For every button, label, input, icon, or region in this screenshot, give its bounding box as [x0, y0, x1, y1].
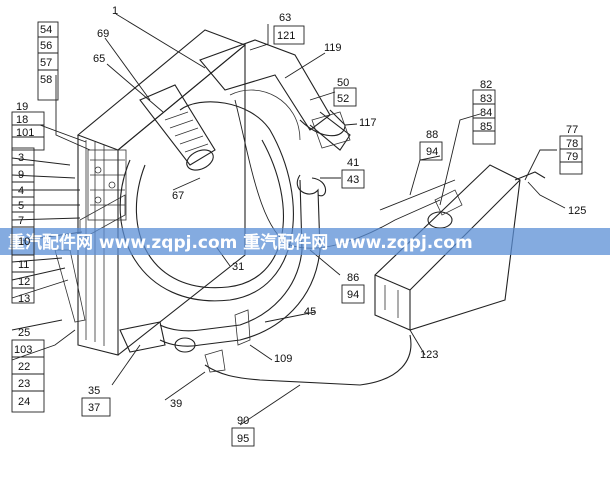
label-43: 43 — [347, 174, 359, 186]
part-labels: 1 63 121 119 69 65 50 52 54 56 57 58 19 … — [14, 5, 586, 445]
label-9: 9 — [18, 169, 24, 181]
label-58: 58 — [40, 74, 52, 86]
label-31: 31 — [232, 261, 244, 273]
label-25: 25 — [18, 327, 30, 339]
label-54: 54 — [40, 24, 52, 36]
label-22: 22 — [18, 361, 30, 373]
label-5: 5 — [18, 200, 24, 212]
label-79: 79 — [566, 151, 578, 163]
label-95: 95 — [237, 433, 249, 445]
label-90: 90 — [237, 415, 249, 427]
label-57: 57 — [40, 57, 52, 69]
label-12: 12 — [18, 276, 30, 288]
label-123: 123 — [420, 349, 438, 361]
corrugated-hose — [139, 84, 216, 171]
watermark: 重汽配件网 www.zqpj.com 重汽配件网 www.zqpj.com — [0, 228, 610, 255]
label-4: 4 — [18, 185, 24, 197]
label-82: 82 — [480, 79, 492, 91]
watermark-text: 重汽配件网 www.zqpj.com 重汽配件网 www.zqpj.com — [8, 232, 473, 253]
lower-pipe — [119, 174, 327, 353]
label-78: 78 — [566, 138, 578, 150]
label-boxes — [11, 21, 583, 447]
label-3: 3 — [18, 152, 24, 164]
label-23: 23 — [18, 378, 30, 390]
label-94-top: 94 — [426, 146, 438, 158]
label-88: 88 — [426, 129, 438, 141]
label-10: 10 — [18, 236, 30, 248]
fan-shroud — [119, 89, 301, 302]
label-35: 35 — [88, 385, 100, 397]
label-56: 56 — [40, 40, 52, 52]
label-117: 117 — [359, 117, 377, 129]
label-85: 85 — [480, 121, 492, 133]
upper-hose — [199, 39, 351, 151]
label-103: 103 — [14, 344, 32, 356]
watermark-band — [0, 228, 610, 255]
label-37: 37 — [88, 402, 100, 414]
label-1: 1 — [112, 5, 118, 17]
label-50: 50 — [337, 77, 349, 89]
label-7: 7 — [18, 215, 24, 227]
label-77: 77 — [566, 124, 578, 136]
label-63: 63 — [279, 12, 291, 24]
label-84: 84 — [480, 107, 492, 119]
label-65: 65 — [93, 53, 105, 65]
label-13: 13 — [18, 293, 30, 305]
label-39: 39 — [170, 398, 182, 410]
label-86: 86 — [347, 272, 359, 284]
brackets — [54, 249, 251, 373]
label-101: 101 — [16, 127, 34, 139]
label-109: 109 — [274, 353, 292, 365]
label-119: 119 — [324, 42, 342, 54]
label-121: 121 — [277, 30, 295, 42]
label-52: 52 — [337, 93, 349, 105]
radiator — [76, 29, 247, 356]
label-94-bottom: 94 — [347, 289, 359, 301]
label-83: 83 — [480, 93, 492, 105]
label-19: 19 — [16, 101, 28, 113]
label-11: 11 — [18, 259, 29, 271]
label-45: 45 — [304, 306, 316, 318]
label-41: 41 — [347, 157, 359, 169]
label-69: 69 — [97, 28, 109, 40]
label-67: 67 — [172, 190, 184, 202]
label-125: 125 — [568, 205, 586, 217]
label-24: 24 — [18, 396, 30, 408]
label-18: 18 — [16, 114, 28, 126]
